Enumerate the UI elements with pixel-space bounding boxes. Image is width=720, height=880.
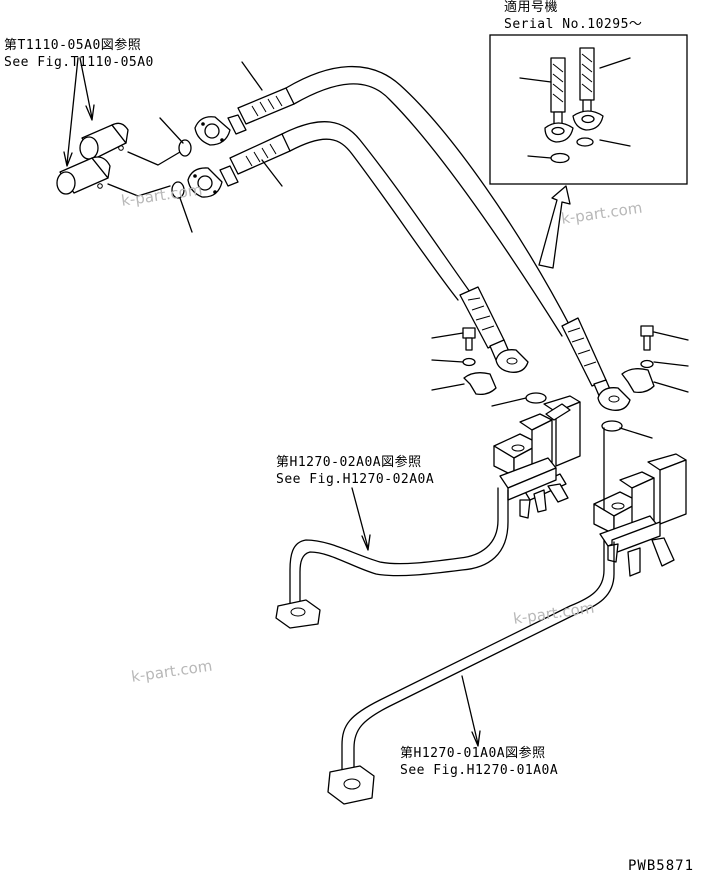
left-bolt-set bbox=[431, 327, 547, 407]
h1270-02-reference-en: See Fig.H1270-02A0A bbox=[276, 472, 435, 487]
figure-code: PWB5871 bbox=[628, 858, 695, 874]
pipe-h1270-01a0a bbox=[327, 539, 615, 805]
inset-serial-range: Serial No.10295～ bbox=[504, 17, 643, 32]
inset-pointer-arrow bbox=[538, 185, 571, 269]
hose-end-right bbox=[561, 317, 631, 411]
h1270-02-arrow bbox=[351, 487, 371, 551]
upper-o-ring bbox=[178, 139, 192, 157]
t1110-reference-jp: 第T1110-05A0図参照 bbox=[4, 38, 142, 53]
right-bolt-set bbox=[601, 325, 689, 439]
left-valve-block bbox=[493, 395, 581, 519]
hose-lower bbox=[187, 121, 471, 301]
inset-title-jp: 適用号機 bbox=[504, 0, 559, 15]
lower-elbow-fitting bbox=[56, 156, 111, 195]
h1270-01-reference-en: See Fig.H1270-01A0A bbox=[400, 763, 559, 778]
hose-upper bbox=[194, 65, 573, 337]
h1270-01-arrow bbox=[461, 675, 481, 747]
serial-inset-frame bbox=[489, 34, 688, 185]
lower-o-ring bbox=[171, 181, 185, 199]
upper-elbow-fitting bbox=[79, 122, 129, 160]
t1110-reference-en: See Fig.T1110-05A0 bbox=[4, 55, 154, 70]
pipe-h1270-02a0a bbox=[275, 487, 509, 629]
inset-hose-pair bbox=[519, 47, 631, 164]
right-valve-block bbox=[593, 453, 687, 577]
t1110-arrow-right bbox=[79, 57, 95, 121]
hose-end-left bbox=[459, 286, 529, 373]
h1270-01-reference-jp: 第H1270-01A0A図参照 bbox=[400, 746, 546, 761]
t1110-arrow-left bbox=[63, 57, 79, 167]
h1270-02-reference-jp: 第H1270-02A0A図参照 bbox=[276, 455, 422, 470]
